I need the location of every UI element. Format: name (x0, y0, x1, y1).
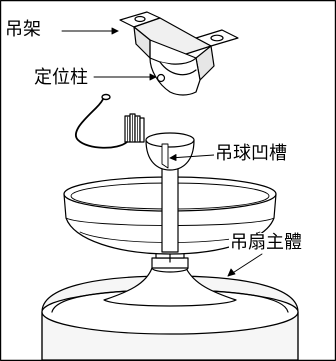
ground-wire-terminal (101, 93, 111, 101)
hanging-ball (145, 132, 195, 171)
hanger-bracket (119, 11, 239, 96)
callout-leaders (61, 27, 263, 277)
ground-wire (75, 96, 128, 149)
label-fan-body: 吊扇主體 (229, 232, 303, 253)
label-hanger-bracket: 吊架 (4, 19, 42, 40)
motor-cone (103, 267, 237, 307)
label-ball-groove: 吊球凹槽 (214, 143, 288, 164)
wire-bundle (124, 113, 145, 143)
label-locating-pin: 定位柱 (33, 67, 89, 88)
